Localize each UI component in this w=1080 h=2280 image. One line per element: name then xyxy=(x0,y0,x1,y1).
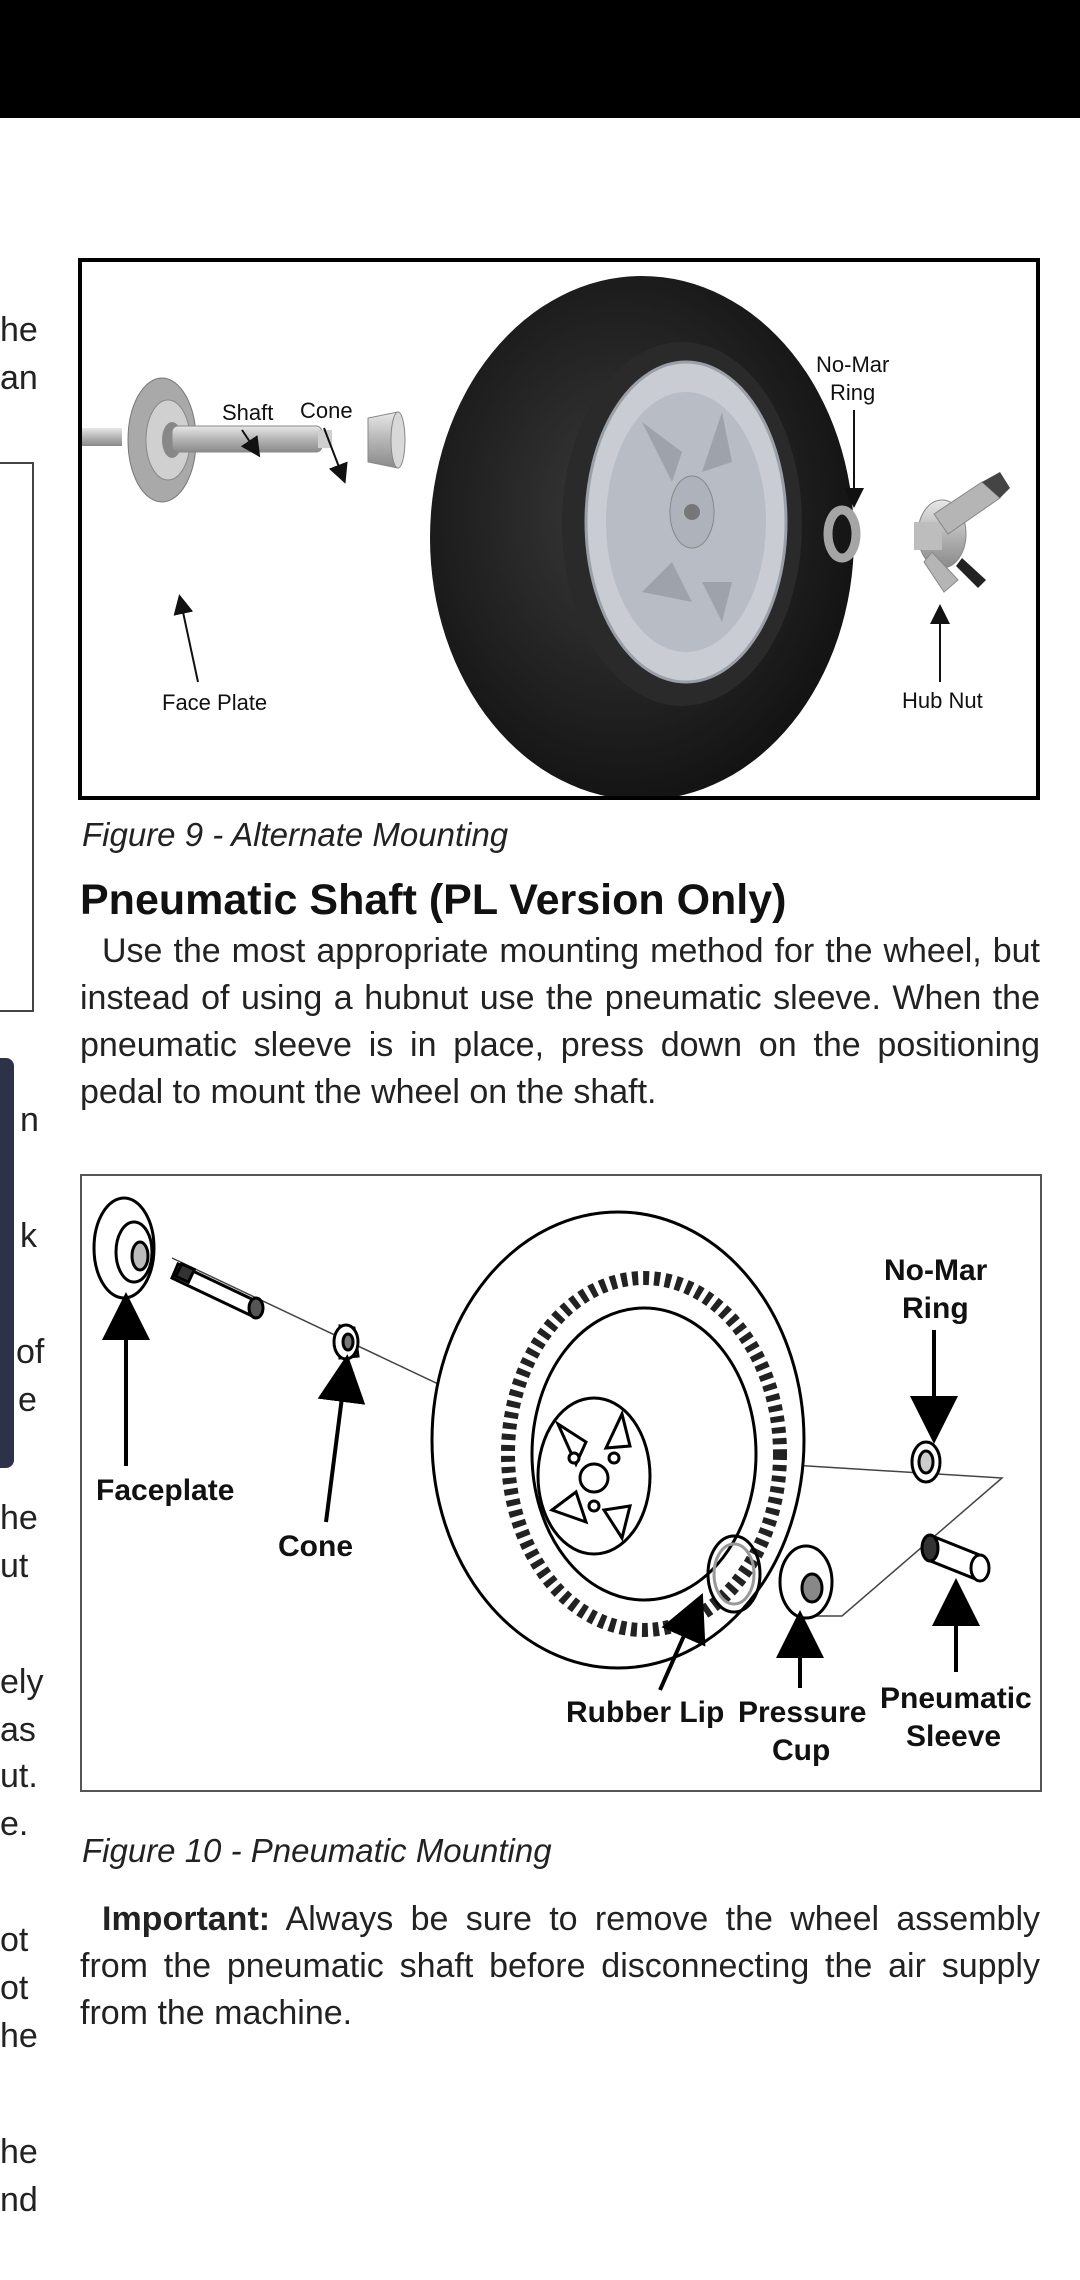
figure-9-caption: Figure 9 - Alternate Mounting xyxy=(82,816,509,853)
label-pneumatic-sleeve-line2: Sleeve xyxy=(906,1720,1001,1753)
label-face-plate: Face Plate xyxy=(162,690,267,715)
important-label: Important: xyxy=(102,1900,271,1938)
left-fragment: n xyxy=(20,1101,39,1139)
label-no-mar-line2: Ring xyxy=(830,380,875,405)
left-fragment: ut xyxy=(0,1547,29,1585)
label-pneumatic-sleeve-line1: Pneumatic xyxy=(880,1682,1032,1715)
left-fragment: e. xyxy=(0,1805,29,1843)
left-column-box-edge xyxy=(0,462,34,1012)
label-no-mar-line1: No-Mar xyxy=(816,352,889,377)
label-no-mar-line1: No-Mar xyxy=(884,1254,988,1287)
left-fragment: he xyxy=(0,1499,38,1537)
paragraph-important: Important: Always be sure to remove the … xyxy=(80,1896,1040,2037)
label-rubber-lip: Rubber Lip xyxy=(566,1696,724,1729)
left-fragment: as xyxy=(0,1711,36,1749)
pneumatic-sleeve-graphic xyxy=(920,1533,991,1583)
left-fragment: he xyxy=(0,2017,38,2055)
no-mar-ring-graphic xyxy=(910,1440,942,1484)
left-fragment: ot xyxy=(0,1921,29,1959)
label-pressure-cup-line1: Pressure xyxy=(738,1696,866,1729)
left-fragment: k xyxy=(20,1217,37,1255)
label-cone: Cone xyxy=(278,1530,353,1563)
tire-graphic xyxy=(430,1210,806,1670)
face-plate-graphic xyxy=(82,377,197,503)
faceplate-graphic xyxy=(92,1196,156,1300)
paragraph-mounting-method: Use the most appropriate mounting method… xyxy=(80,932,1040,1111)
label-faceplate: Faceplate xyxy=(96,1474,234,1507)
section-heading: Pneumatic Shaft (PL Version Only) xyxy=(80,876,787,924)
figure-9-alternate-mounting: Shaft Cone No-Mar Ring Face Plate Hub Nu… xyxy=(78,258,1040,800)
rubber-lip-graphic xyxy=(706,1534,762,1614)
cone-graphic xyxy=(332,1323,360,1361)
left-fragment: nd xyxy=(0,2181,38,2219)
left-fragment: he xyxy=(0,311,38,349)
left-fragment: ely xyxy=(0,1663,44,1701)
left-fragment: ot xyxy=(0,1969,29,2007)
figure-10-pneumatic-mounting: No-Mar Ring Faceplate Cone Rubber Lip Pr… xyxy=(80,1174,1042,1792)
no-mar-ring-graphic xyxy=(823,505,861,563)
left-fragment: an xyxy=(0,359,38,397)
pressure-cup-graphic xyxy=(778,1544,834,1620)
cone-graphic xyxy=(367,411,406,469)
hub-nut-graphic xyxy=(914,472,1010,593)
tire-graphic xyxy=(430,276,854,796)
left-column-dark-panel-edge xyxy=(0,1058,14,1468)
left-fragment: he xyxy=(0,2133,38,2171)
left-fragment: e xyxy=(18,1381,37,1419)
left-fragment: ut. xyxy=(0,1757,38,1795)
label-shaft: Shaft xyxy=(222,400,273,425)
left-fragment: of xyxy=(16,1333,45,1371)
label-pressure-cup-line2: Cup xyxy=(772,1734,830,1767)
figure-10-caption: Figure 10 - Pneumatic Mounting xyxy=(82,1832,552,1869)
shaft-graphic xyxy=(171,425,332,453)
label-cone: Cone xyxy=(300,398,353,423)
label-hub-nut: Hub Nut xyxy=(902,688,983,713)
label-no-mar-line2: Ring xyxy=(902,1292,969,1325)
pneumatic-shaft-graphic xyxy=(170,1261,265,1320)
important-text: Always be sure to remove the wheel assem… xyxy=(80,1900,1040,2032)
top-black-bar xyxy=(0,0,1080,118)
